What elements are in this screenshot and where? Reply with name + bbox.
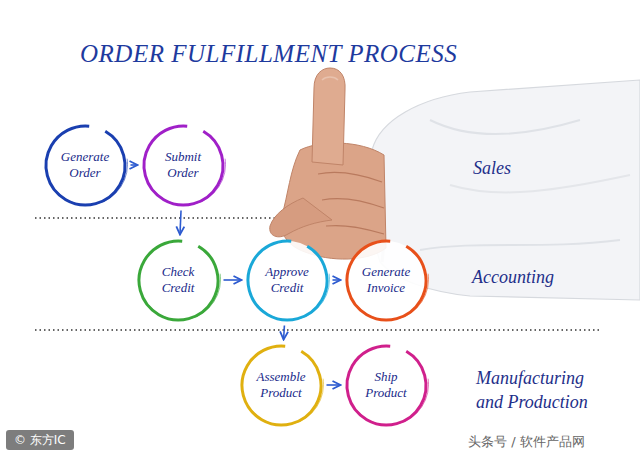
node-text-group: Submit Order [150, 149, 216, 180]
flow-arrow [327, 384, 341, 386]
row-divider [35, 329, 600, 330]
node-text-group: Generate Invoice [353, 264, 419, 295]
node-label: Generate Order [52, 149, 118, 180]
circle-ring [129, 111, 237, 219]
watermark: © 东方IC [6, 430, 74, 450]
node-label: Generate Invoice [353, 264, 419, 295]
circle-ring [332, 226, 440, 334]
node-label: Check Credit [145, 264, 211, 295]
index-finger [312, 68, 345, 165]
brush-stroke [347, 344, 428, 425]
circle-ring [31, 111, 139, 219]
node-text-group: Assemble Product [248, 369, 314, 400]
brush-stroke [46, 124, 127, 205]
brush-stroke [347, 239, 428, 320]
node-label: Ship Product [353, 369, 419, 400]
process-circle: Assemble Product [239, 343, 324, 428]
title: ORDER FULFILLMENT PROCESS [80, 40, 457, 67]
watermark: 头条号 / 软件产品网 [468, 434, 585, 449]
flow-arrow [333, 279, 341, 281]
knuckle-line [322, 198, 384, 208]
circle-ring [227, 331, 335, 439]
node-label: Submit Order [150, 149, 216, 180]
circle-ring [233, 226, 341, 334]
lane-label-holder: Manufacturing and Production [476, 366, 598, 414]
node-text-group: Check Credit [145, 264, 211, 295]
brush-stroke [139, 239, 220, 320]
sleeve-fold [430, 120, 580, 134]
process-circle: Submit Order [141, 123, 226, 208]
knuckle-line [318, 172, 382, 182]
sleeve-fold [420, 240, 620, 250]
brush-stroke [144, 124, 225, 205]
fingernail [322, 77, 338, 80]
flow-arrow [283, 325, 285, 339]
lane-label-holder: Accounting [472, 265, 554, 289]
process-circle: Check Credit [136, 238, 221, 323]
node-text-group: Ship Product [353, 369, 419, 400]
lane-label-holder: Sales [473, 156, 511, 180]
node-label: Approve Credit [254, 264, 320, 295]
node-label: Assemble Product [248, 369, 314, 400]
thumb [270, 198, 332, 237]
brush-stroke [242, 344, 323, 425]
lane-label: Manufacturing and Production [476, 368, 588, 412]
pointing-hand [270, 68, 386, 259]
circle-ring [124, 226, 232, 334]
flow-arrow [224, 279, 242, 281]
node-text-group: Generate Order [52, 149, 118, 180]
process-circle: Generate Order [43, 123, 128, 208]
node-text-group: Approve Credit [254, 264, 320, 295]
flow-arrow [180, 210, 181, 234]
circle-ring [332, 331, 440, 439]
lane-label: Sales [473, 158, 511, 178]
lane-label: Accounting [472, 267, 554, 287]
process-circle: Generate Invoice [344, 238, 429, 323]
knuckle-line [326, 225, 384, 234]
watermark-holder: 头条号 / 软件产品网 [468, 432, 585, 451]
flow-arrow [131, 164, 138, 166]
title-holder: ORDER FULFILLMENT PROCESS [80, 40, 457, 68]
watermark-holder: © 东方IC [6, 430, 74, 449]
process-circle: Ship Product [344, 343, 429, 428]
process-circle: Approve Credit [245, 238, 330, 323]
brush-stroke [248, 239, 329, 320]
